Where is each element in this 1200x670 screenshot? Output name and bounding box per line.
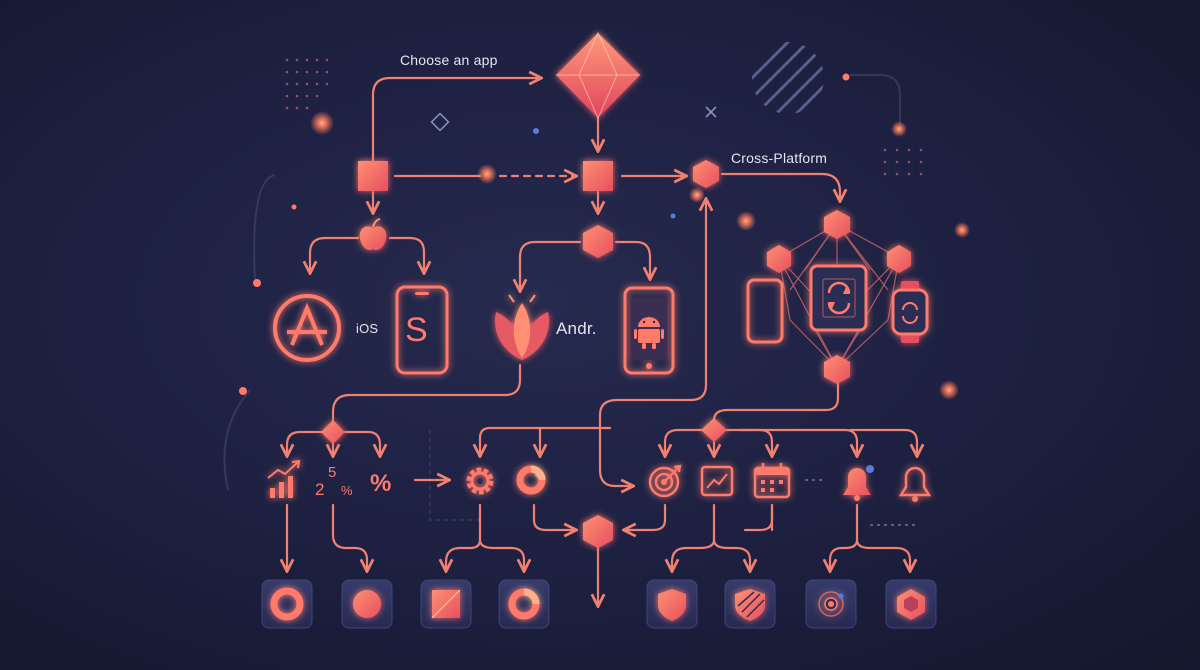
cross-platform-label: Cross-Platform — [731, 150, 828, 166]
donut-icon — [516, 465, 546, 495]
cross-platform-network — [767, 210, 911, 384]
square-icon — [431, 589, 461, 619]
gear-icon — [466, 467, 494, 495]
glow-dots — [310, 111, 970, 400]
lotus-icon — [495, 294, 549, 360]
connectors — [287, 78, 917, 605]
circle-icon — [353, 590, 381, 618]
ios-label: iOS — [356, 321, 379, 336]
shield-icon — [658, 589, 686, 621]
android-icon — [634, 317, 664, 349]
cube-icon — [897, 589, 925, 620]
bell-icon — [843, 468, 871, 501]
dot-grid-left — [285, 58, 329, 110]
phone-icon — [395, 285, 449, 375]
chart-icon — [267, 459, 301, 498]
bell-outline-icon — [898, 466, 932, 502]
striped-circle-decor — [752, 42, 824, 114]
small-decor-marks — [239, 73, 874, 478]
ring-icon — [270, 587, 304, 621]
trend-icon — [700, 465, 734, 497]
gem-icon — [556, 31, 640, 120]
orbit-icon — [818, 591, 844, 617]
number-five: 5 — [328, 464, 337, 481]
tablet-sync-icon — [809, 264, 868, 332]
calendar-icon — [753, 463, 791, 499]
app-store-icon — [273, 294, 341, 362]
s-glyph: S — [405, 311, 428, 349]
background-decor — [223, 74, 915, 526]
android-label: Andr. — [556, 319, 597, 338]
mobile-phone-icon — [746, 278, 784, 344]
apple-icon — [359, 218, 387, 250]
flow-nodes — [321, 160, 727, 548]
dot-grid-right — [883, 148, 923, 176]
target-icon — [648, 464, 682, 498]
striped-shield-icon — [735, 589, 765, 621]
ring-segment-icon — [508, 588, 540, 620]
choose-app-label: Choose an app — [400, 52, 498, 68]
number-two: 2 — [315, 480, 325, 499]
watch-icon — [891, 281, 929, 343]
percent-icon: % — [370, 470, 392, 497]
bottom-tiles — [261, 579, 937, 629]
small-percent: % — [341, 483, 353, 498]
